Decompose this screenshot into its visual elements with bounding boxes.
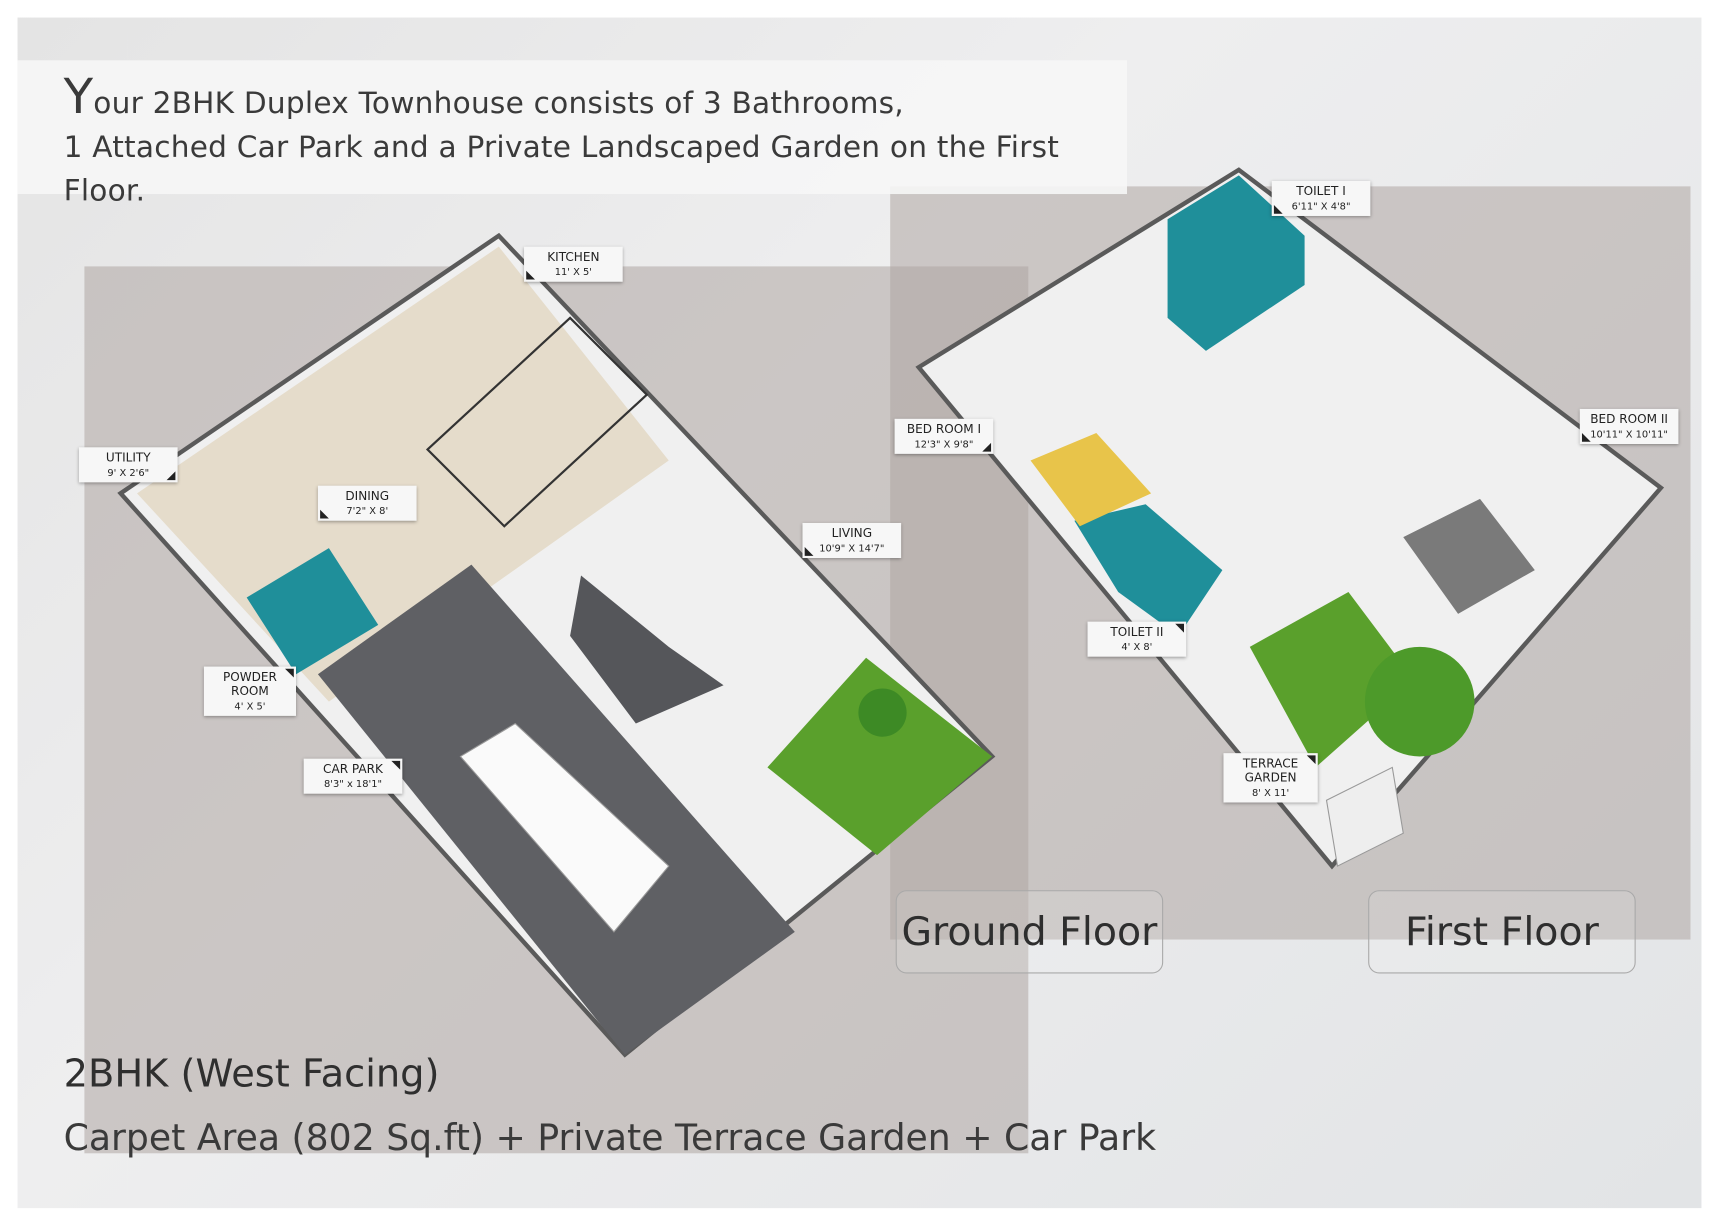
- room-label-living: LIVING 10'9" X 14'7": [802, 522, 902, 559]
- room-label-dining: DINING 7'2" X 8': [317, 485, 417, 521]
- room-name: TOILET I: [1296, 184, 1346, 199]
- pointer-icon: [285, 668, 294, 678]
- room-label-car-park: CAR PARK 8'3" x 18'1": [303, 758, 403, 794]
- plan-title: 2BHK (West Facing): [63, 1052, 440, 1097]
- intro-line-2: 1 Attached Car Park and a Private Landsc…: [63, 130, 1060, 209]
- room-dims: 4' X 5': [234, 701, 266, 713]
- room-name: TERRACE GARDEN: [1242, 756, 1299, 785]
- room-name: BED ROOM II: [1590, 412, 1668, 427]
- room-label-terrace-garden: TERRACE GARDEN 8' X 11': [1223, 753, 1318, 803]
- intro-text: Your 2BHK Duplex Townhouse consists of 3…: [63, 73, 1127, 214]
- room-dims: 8' X 11': [1251, 788, 1290, 800]
- intro-line-1: our 2BHK Duplex Townhouse consists of 3 …: [93, 86, 904, 121]
- room-name: LIVING: [831, 526, 873, 541]
- pointer-icon: [391, 760, 401, 770]
- room-dims: 4' X 8': [1121, 642, 1153, 654]
- pointer-icon: [166, 471, 176, 481]
- room-dims: 7'2" X 8': [346, 506, 389, 518]
- room-dims: 9' X 2'6": [107, 468, 150, 480]
- room-label-kitchen: KITCHEN 11' X 5': [524, 246, 623, 282]
- room-name: TOILET II: [1110, 624, 1164, 640]
- pointer-icon: [1581, 433, 1591, 442]
- pointer-icon: [804, 547, 814, 556]
- ground-floor-button[interactable]: Ground Floor: [895, 890, 1164, 974]
- room-label-toilet-1: TOILET I 6'11" X 4'8": [1271, 180, 1371, 216]
- pointer-icon: [982, 442, 992, 452]
- first-floor-button[interactable]: First Floor: [1368, 890, 1636, 974]
- room-name: UTILITY: [105, 450, 151, 465]
- pointer-icon: [320, 509, 329, 519]
- room-dims: 8'3" x 18'1": [324, 779, 383, 791]
- room-dims: 11' X 5': [554, 267, 593, 279]
- room-name: KITCHEN: [547, 249, 600, 265]
- room-dims: 10'11" X 10'11": [1590, 429, 1668, 441]
- intro-banner: Your 2BHK Duplex Townhouse consists of 3…: [17, 60, 1127, 208]
- room-dims: 6'11" X 4'8": [1291, 201, 1351, 213]
- room-name: CAR PARK: [323, 761, 383, 777]
- room-dims: 10'9" X 14'7": [819, 543, 885, 555]
- room-dims: 12'3" X 9'8": [914, 439, 974, 451]
- pointer-icon: [526, 270, 535, 280]
- drop-cap: Y: [63, 69, 94, 125]
- room-name: BED ROOM I: [906, 422, 982, 437]
- room-label-utility: UTILITY 9' X 2'6": [78, 447, 178, 483]
- pointer-icon: [1175, 623, 1185, 633]
- room-label-bed-room-2: BED ROOM II 10'11" X 10'11": [1579, 408, 1679, 445]
- first-floor-plan: [915, 167, 1665, 870]
- room-label-powder-room: POWDER ROOM 4' X 5': [203, 666, 297, 716]
- room-name: POWDER ROOM: [222, 669, 277, 699]
- ground-floor-plan: [117, 232, 996, 1058]
- room-label-toilet-2: TOILET II 4' X 8': [1087, 621, 1187, 657]
- room-label-bed-room-1: BED ROOM I 12'3" X 9'8": [894, 418, 994, 454]
- pointer-icon: [1273, 205, 1283, 214]
- pointer-icon: [1306, 755, 1316, 765]
- room-name: DINING: [345, 488, 390, 504]
- plan-subtitle: Carpet Area (802 Sq.ft) + Private Terrac…: [63, 1116, 1157, 1159]
